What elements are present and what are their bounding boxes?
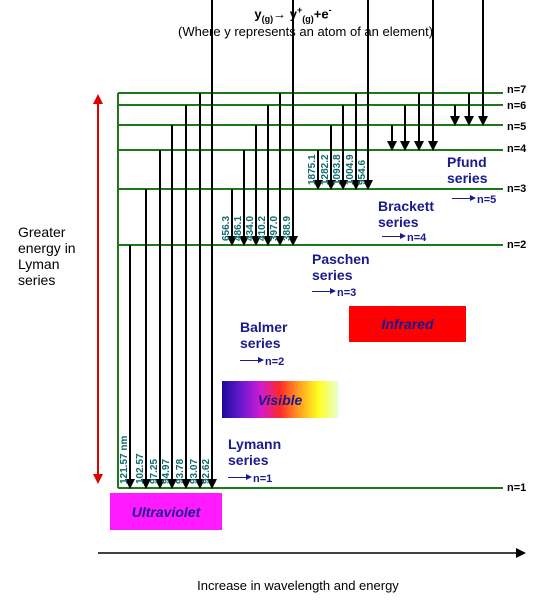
paschen-wavelength-label: 954.6 xyxy=(357,160,368,185)
visible-region: Visible xyxy=(222,381,338,418)
balmer-wavelength-label: 388.9 xyxy=(282,216,293,241)
brackett-transition: n=4 xyxy=(382,232,426,244)
lyman-wavelength-label: 102.57 xyxy=(135,453,146,484)
balmer-transition: n=2 xyxy=(240,356,284,368)
paschen-wavelength-label: 1875.1 xyxy=(307,154,318,185)
transition-arrow-icon xyxy=(240,357,264,363)
level-label-n5: n=5 xyxy=(507,121,527,133)
ultraviolet-region: Ultraviolet xyxy=(110,493,222,530)
infrared-region: Infrared xyxy=(349,306,466,342)
pfund-transition: n=5 xyxy=(452,194,496,206)
balmer-wavelength-label: 486.1 xyxy=(233,216,244,241)
level-label-n1: n=1 xyxy=(507,482,527,494)
transition-arrow-icon xyxy=(382,233,406,239)
paschen-transition: n=3 xyxy=(312,287,356,299)
transition-arrow-icon xyxy=(228,474,252,480)
ionization-equation: y(g)→ y+(g)+e- xyxy=(254,5,332,24)
transition-arrow-icon xyxy=(452,195,476,201)
paschen-wavelength-label: 1093.8 xyxy=(332,154,343,185)
balmer-wavelength-label: 397.0 xyxy=(269,216,280,241)
paschen-wavelength-label: 1282.2 xyxy=(320,154,331,185)
balmer-wavelength-label: 434.0 xyxy=(245,216,256,241)
x-axis-label: Increase in wavelength and energy xyxy=(197,578,399,593)
transition-arrow-icon xyxy=(312,288,336,294)
lyman-wavelength-label: 94.97 xyxy=(161,459,172,484)
lyman-wavelength-label: 92.62 xyxy=(201,459,212,484)
level-label-n2: n=2 xyxy=(507,239,527,251)
level-label-n7: n=7 xyxy=(507,84,527,96)
equation-note: (Where y represents an atom of an elemen… xyxy=(178,24,434,39)
balmer-wavelength-label: 656.3 xyxy=(221,216,232,241)
paschen-wavelength-label: 1004.9 xyxy=(345,154,356,185)
level-label-n3: n=3 xyxy=(507,183,527,195)
level-label-n4: n=4 xyxy=(507,143,527,155)
lyman-wavelength-label: 93.78 xyxy=(175,459,186,484)
lyman-wavelength-label: 93.07 xyxy=(189,459,200,484)
lyman-transition: n=1 xyxy=(228,473,272,485)
lyman-wavelength-label: 121.57 nm xyxy=(119,436,130,484)
balmer-wavelength-label: 410.2 xyxy=(257,216,268,241)
level-label-n6: n=6 xyxy=(507,100,527,112)
lyman-wavelength-label: 97.25 xyxy=(149,459,160,484)
